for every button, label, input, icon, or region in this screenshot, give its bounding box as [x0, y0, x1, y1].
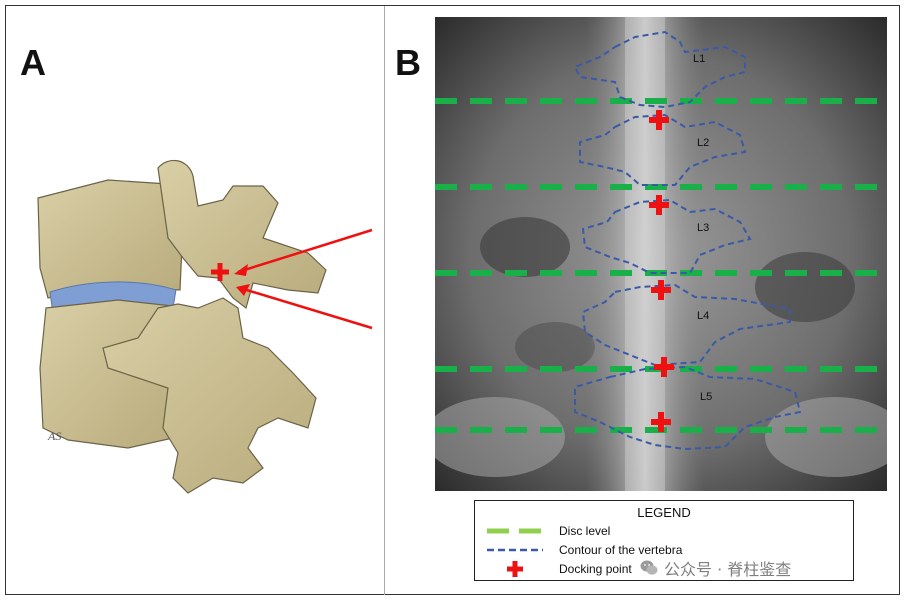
legend: LEGEND Disc level Contour of the vertebr… [474, 500, 854, 581]
legend-item-disc-level: Disc level [485, 523, 610, 539]
watermark: 公众号 · 脊柱鉴查 [640, 556, 791, 580]
contour-l5 [574, 365, 802, 451]
docking-point-icon [211, 263, 229, 281]
legend-item-contour: Contour of the vertebra [485, 542, 682, 558]
watermark-text: 公众号 · 脊柱鉴查 [664, 560, 792, 579]
vertebra-contours [573, 30, 802, 451]
vertebra-label-l5: L5 [700, 391, 713, 403]
vertebra-illustration: AS [37, 159, 373, 494]
legend-label: Contour of the vertebra [559, 543, 683, 557]
vertebra-label-l4: L4 [697, 310, 710, 322]
red-cross-icon [507, 561, 523, 577]
panel-b-label: B [395, 42, 421, 83]
legend-label: Disc level [559, 524, 611, 538]
docking-point-icon [651, 280, 671, 300]
contour-l4 [581, 283, 791, 367]
contour-l2 [579, 113, 747, 186]
artist-signature: AS [47, 429, 61, 443]
upper-vertebral-body [37, 179, 184, 299]
arrow-lower [239, 286, 373, 330]
arrow-upper [237, 228, 373, 274]
contour-l3 [581, 198, 752, 274]
legend-item-docking: Docking point [485, 561, 632, 577]
green-dash-icon [487, 528, 543, 534]
legend-title: LEGEND [637, 505, 691, 520]
docking-point-icon [649, 195, 669, 215]
upper-posterior-elements [157, 159, 327, 310]
figure-frame [5, 5, 900, 595]
vertebra-label-l3: L3 [697, 222, 710, 234]
docking-points [649, 110, 674, 432]
vertebra-label-l1: L1 [693, 53, 706, 65]
vertebra-label-l2: L2 [697, 137, 710, 149]
wechat-icon [640, 560, 658, 575]
docking-point-icon [651, 412, 671, 432]
contour-l1 [573, 30, 746, 109]
panel-a-label: A [20, 42, 46, 83]
docking-point-icon [649, 110, 669, 130]
lower-posterior-elements [102, 297, 317, 494]
blue-dash-icon [487, 548, 543, 552]
lumbar-xray [435, 17, 887, 491]
legend-label: Docking point [559, 562, 632, 576]
docking-point-icon [654, 357, 674, 377]
panel-divider [384, 6, 385, 595]
